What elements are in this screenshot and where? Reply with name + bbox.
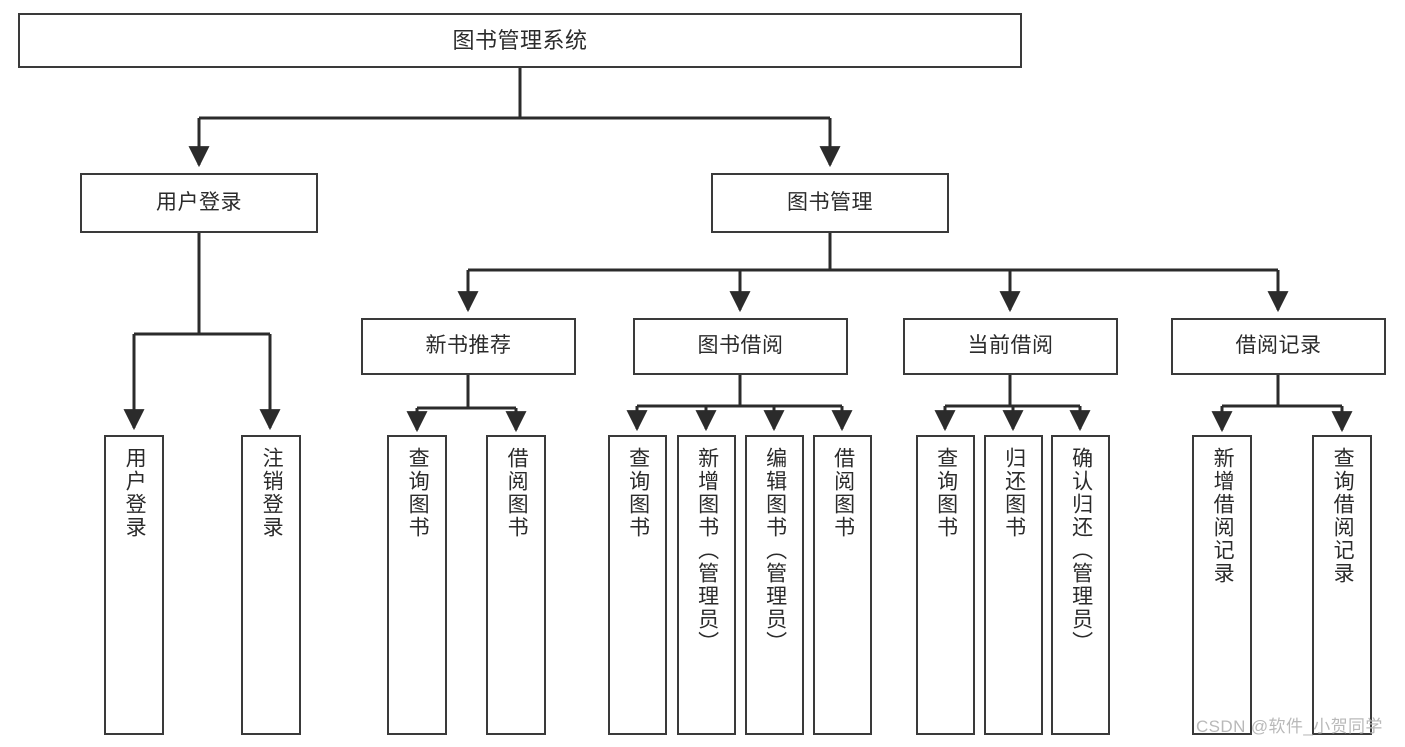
leaf-query-book-1-label: 查询图书	[406, 447, 430, 539]
leaf-query-book-1[interactable]: 查询图书	[387, 435, 447, 735]
leaf-confirm-return[interactable]: 确认归还（管理员）	[1051, 435, 1110, 735]
node-new-book-rec[interactable]: 新书推荐	[361, 318, 576, 375]
leaf-borrow-book-1[interactable]: 借阅图书	[486, 435, 546, 735]
node-current-borrow-label: 当前借阅	[967, 334, 1054, 358]
leaf-query-record-label: 查询借阅记录	[1331, 447, 1355, 585]
node-new-book-rec-label: 新书推荐	[425, 334, 512, 358]
node-book-manage[interactable]: 图书管理	[711, 173, 949, 233]
leaf-add-book[interactable]: 新增图书（管理员）	[677, 435, 736, 735]
leaf-user-login-label: 用户登录	[123, 447, 147, 539]
leaf-return-book-label: 归还图书	[1002, 447, 1026, 539]
node-user-login[interactable]: 用户登录	[80, 173, 318, 233]
leaf-query-book-2-label: 查询图书	[626, 447, 650, 539]
node-book-borrow-label: 图书借阅	[697, 334, 784, 358]
leaf-confirm-return-label: 确认归还（管理员）	[1069, 447, 1093, 654]
leaf-borrow-book-1-label: 借阅图书	[505, 447, 529, 539]
leaf-query-record[interactable]: 查询借阅记录	[1312, 435, 1372, 735]
node-current-borrow[interactable]: 当前借阅	[903, 318, 1118, 375]
leaf-return-book[interactable]: 归还图书	[984, 435, 1043, 735]
leaf-add-record[interactable]: 新增借阅记录	[1192, 435, 1252, 735]
node-borrow-record-label: 借阅记录	[1235, 334, 1322, 358]
leaf-query-book-3[interactable]: 查询图书	[916, 435, 975, 735]
leaf-query-book-2[interactable]: 查询图书	[608, 435, 667, 735]
node-root[interactable]: 图书管理系统	[18, 13, 1022, 68]
node-borrow-record[interactable]: 借阅记录	[1171, 318, 1386, 375]
leaf-add-record-label: 新增借阅记录	[1211, 447, 1235, 585]
leaf-logout-login-label: 注销登录	[260, 447, 284, 539]
node-book-manage-label: 图书管理	[787, 190, 873, 214]
node-user-login-label: 用户登录	[156, 190, 242, 214]
node-book-borrow[interactable]: 图书借阅	[633, 318, 848, 375]
leaf-borrow-book-2[interactable]: 借阅图书	[813, 435, 872, 735]
leaf-borrow-book-2-label: 借阅图书	[831, 447, 855, 539]
leaf-logout-login[interactable]: 注销登录	[241, 435, 301, 735]
leaf-add-book-label: 新增图书（管理员）	[695, 447, 719, 654]
csdn-watermark: CSDN @软件_小贺同学	[1196, 717, 1383, 736]
leaf-edit-book-label: 编辑图书（管理员）	[763, 447, 787, 654]
node-root-label: 图书管理系统	[452, 27, 588, 53]
leaf-user-login[interactable]: 用户登录	[104, 435, 164, 735]
leaf-edit-book[interactable]: 编辑图书（管理员）	[745, 435, 804, 735]
leaf-query-book-3-label: 查询图书	[934, 447, 958, 539]
